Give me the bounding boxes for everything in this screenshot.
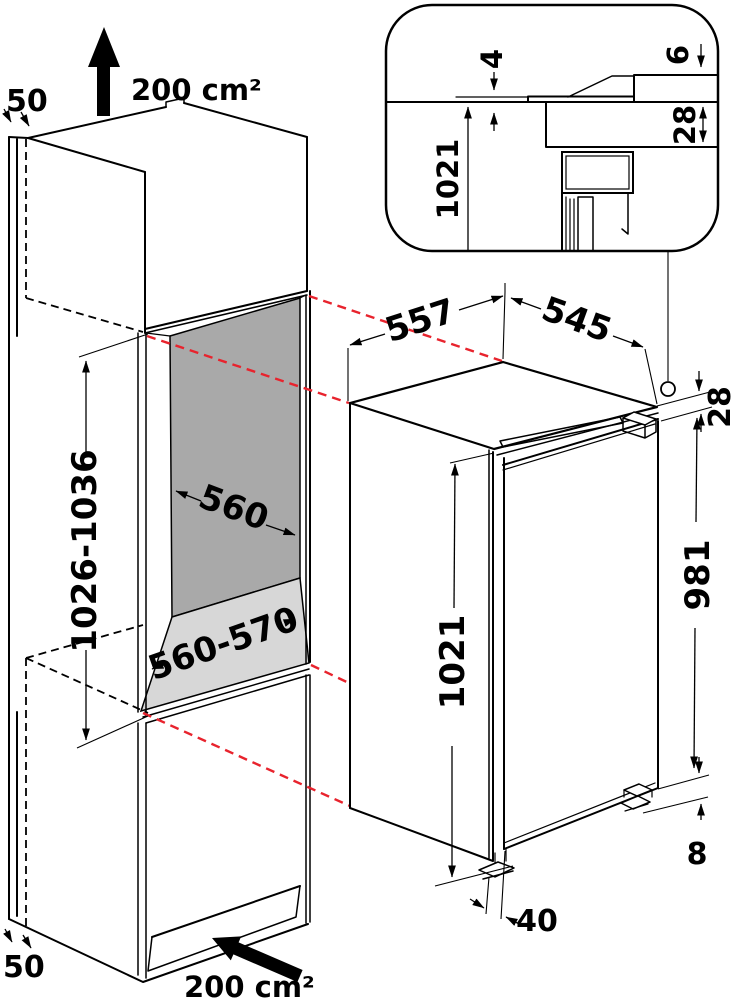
appliance-top-face xyxy=(348,360,659,451)
cabinet-top-vent-notch xyxy=(165,97,185,108)
dim-door-height-line-bottom xyxy=(690,627,698,769)
dim-depth-line-b xyxy=(612,335,644,348)
dim-niche-height: 1026-1036 xyxy=(65,449,105,652)
detail-hinge-inner xyxy=(565,155,630,190)
dim-height-line-top xyxy=(451,463,459,609)
dim-foot-arrow-b xyxy=(505,916,522,926)
dim-niche-depth-line-a xyxy=(151,661,165,670)
niche-front-left-edges xyxy=(137,332,147,713)
projection-line-top-right xyxy=(308,294,503,363)
projection-line-bottom-left xyxy=(142,711,351,808)
dim-top-gap-extensions xyxy=(656,391,713,422)
dim-appliance-top-gap: 28 xyxy=(703,386,731,428)
niche-top-edge xyxy=(144,294,308,334)
cabinet-lower-front-right-edges xyxy=(305,674,311,924)
dim-door-height: 981 xyxy=(678,540,718,611)
detail-dim-gap: 4 xyxy=(475,49,509,69)
dim-niche-width-line-b xyxy=(265,524,296,536)
dim-appliance-height: 1021 xyxy=(433,615,473,710)
cabinet-top-back-edges xyxy=(27,102,308,139)
label-top-vent-area: 200 cm² xyxy=(131,73,262,107)
airflow-up-arrow-icon xyxy=(88,27,120,116)
right-foot-lower xyxy=(620,795,651,810)
dim-top-clearance: 50 xyxy=(6,84,48,119)
dim-plinth-extensions xyxy=(642,774,710,814)
door-top-edge xyxy=(502,418,659,466)
detail-hinge-outer xyxy=(561,151,634,194)
niche-floor-thickness-lines xyxy=(142,668,310,724)
dim-foot-inset: 40 xyxy=(516,904,558,939)
dim-door-height-line-top xyxy=(692,417,701,523)
niche-corner-connectors xyxy=(145,294,307,337)
detail-hinge-reference-lines xyxy=(545,101,719,148)
appliance-bottom-left-edge xyxy=(349,807,494,862)
left-foot-plate xyxy=(478,861,515,878)
niche-floor-panel xyxy=(139,577,310,713)
detail-top-plate xyxy=(527,95,635,103)
hinge-block-body xyxy=(622,417,657,439)
niche-back-panel xyxy=(169,296,301,619)
detail-inset-border xyxy=(384,3,720,253)
appliance-top-trim-strip xyxy=(499,416,624,448)
airflow-in-arrow-icon xyxy=(212,936,303,982)
detail-door-lines-b xyxy=(565,196,575,252)
plinth-opening-top-edge xyxy=(151,885,301,938)
dim-top-clearance-arrow-b xyxy=(19,111,30,127)
projection-lines xyxy=(142,294,503,808)
dim-height-extensions xyxy=(434,452,514,887)
detail-door-panel xyxy=(577,196,594,252)
projection-line-top-left xyxy=(146,334,350,405)
dim-niche-height-extensions xyxy=(76,333,149,749)
dim-width-line-b xyxy=(458,295,504,311)
dim-top-extensions xyxy=(347,283,658,405)
dim-niche-depth-line-b xyxy=(282,618,296,627)
detail-callout-circle xyxy=(660,381,676,397)
dim-appliance-width: 557 xyxy=(380,291,460,351)
hidden-clearance-lines xyxy=(25,139,149,929)
detail-dim-height: 1021 xyxy=(431,139,465,220)
dim-foot-arrow-a xyxy=(469,898,485,909)
detail-worktop-edge xyxy=(633,74,719,103)
dim-bottom-clearance-arrow-a xyxy=(3,928,13,943)
right-foot-sole xyxy=(624,803,649,812)
detail-furniture-door-line xyxy=(621,192,629,235)
detail-dim-hinge-offset: 28 xyxy=(668,105,702,145)
detail-dim-overhang: 6 xyxy=(661,45,695,65)
dim-depth-line-a xyxy=(510,297,542,310)
dim-foot-extensions xyxy=(485,850,506,920)
dim-width-line-a xyxy=(349,333,386,346)
dim-appliance-depth: 545 xyxy=(536,289,616,351)
dim-top-clearance-arrow-a xyxy=(2,108,12,123)
dim-niche-width-line-a xyxy=(175,490,202,502)
projection-line-bottom-right xyxy=(310,663,352,686)
cabinet-lower-front-left-edges xyxy=(137,722,147,979)
door-top-gasket-line xyxy=(502,423,656,471)
cabinet-bottom-edge xyxy=(8,918,309,983)
dim-bottom-clearance: 50 xyxy=(3,950,45,985)
detail-anti-tip-bracket xyxy=(567,75,635,98)
cabinet-top-left-edge xyxy=(27,137,146,173)
left-foot-sole xyxy=(482,870,514,880)
cabinet-left-wall-top xyxy=(8,136,29,139)
plinth-opening-recess xyxy=(147,885,301,972)
appliance xyxy=(348,360,659,880)
cabinet-upper-bottom-edge xyxy=(144,290,308,330)
label-bottom-vent-area: 200 cm² xyxy=(184,970,315,1000)
dim-plinth-height: 8 xyxy=(687,837,708,872)
cabinet-dimensions: 50 200 cm² 1026-1036 560 560-570 50 200 … xyxy=(2,27,315,1000)
detail-inset: 4 6 28 1021 xyxy=(384,3,720,253)
door-left-edges xyxy=(492,451,505,861)
cabinet-column xyxy=(8,97,311,983)
dim-bottom-clearance-arrow-b xyxy=(21,934,32,949)
